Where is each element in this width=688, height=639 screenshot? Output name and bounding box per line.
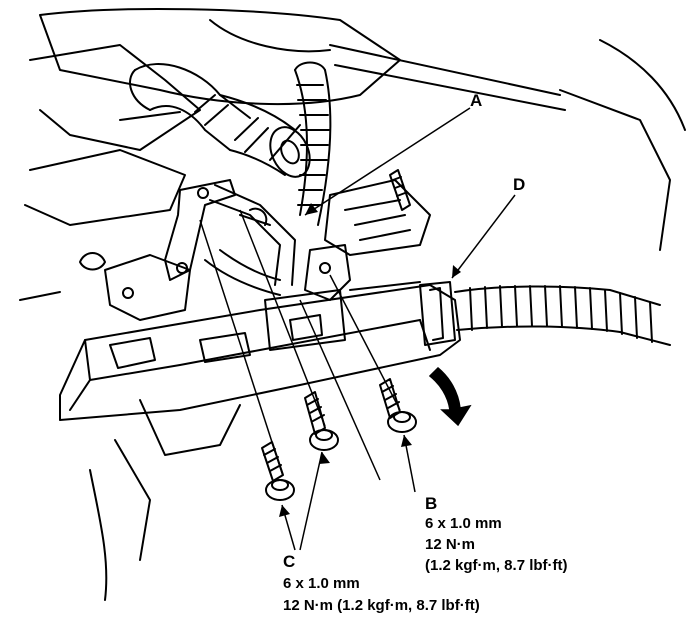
- callout-b-torque-alt: (1.2 kgf·m, 8.7 lbf·ft): [425, 557, 568, 574]
- leader-arrowheads: [279, 203, 461, 517]
- rail: [59, 281, 461, 456]
- callout-c-torque: 12 N·m (1.2 kgf·m, 8.7 lbf·ft): [283, 597, 480, 614]
- callout-c-label: C: [283, 552, 296, 571]
- callout-b-thread: 6 x 1.0 mm: [425, 515, 502, 532]
- connector-d: [419, 281, 671, 346]
- callout-d-label: D: [513, 175, 526, 194]
- arrow-icon: [428, 366, 472, 427]
- callout-b-label: B: [425, 494, 438, 513]
- hose-icon: [129, 61, 332, 296]
- background-panels: [19, 7, 686, 601]
- callout-b-torque: 12 N·m: [425, 536, 476, 553]
- callout-a-label: A: [470, 91, 483, 110]
- callout-c-thread: 6 x 1.0 mm: [283, 575, 360, 592]
